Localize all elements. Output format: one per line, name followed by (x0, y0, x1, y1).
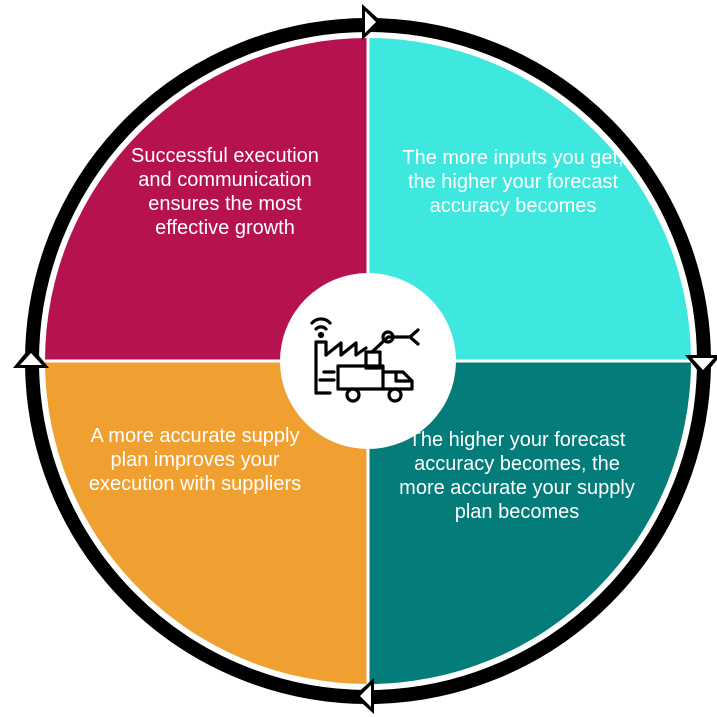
right-arrow-icon (685, 355, 717, 377)
factory-truck-robot-arm-icon (310, 317, 420, 403)
bottom-arrow-icon (354, 678, 374, 714)
quadrant-bottom-left-text: A more accurate supply plan improves you… (88, 425, 302, 495)
top-arrow-icon (362, 4, 382, 40)
quadrant-top-right (368, 38, 691, 361)
quadrant-bottom-left (45, 361, 368, 684)
quadrant-top-left-text: Successful execution and communication e… (131, 145, 319, 239)
quadrant-top-left (45, 38, 368, 361)
center-hub (280, 273, 456, 449)
quadrant-bottom-right (368, 361, 691, 684)
quadrant-bottom-right-text: The higher your forecast accuracy become… (399, 429, 635, 523)
quadrant-top-right-text: The more inputs you get, the higher your… (402, 147, 624, 217)
left-arrow-icon (13, 346, 49, 368)
